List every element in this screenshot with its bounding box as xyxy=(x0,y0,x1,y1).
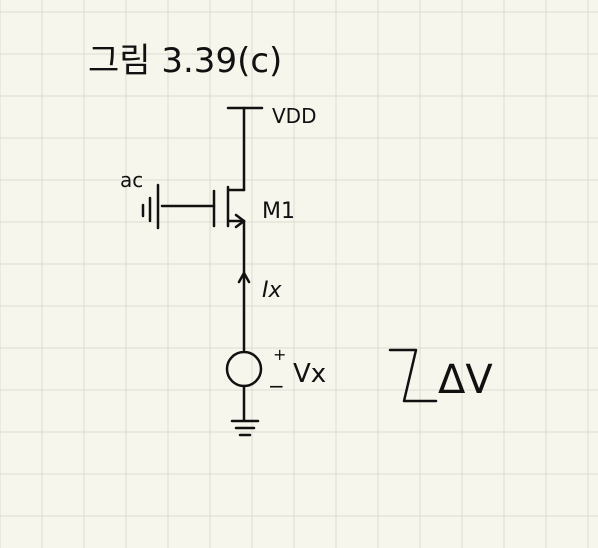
current-arrow xyxy=(237,271,251,284)
transistor-label: M1 xyxy=(262,199,295,224)
figure-title: 그림 3.39(c) xyxy=(88,41,282,81)
plus-sign: + xyxy=(273,345,286,364)
ac-label: ac xyxy=(120,168,143,192)
source-label: Vx xyxy=(293,359,326,389)
vdd-label: VDD xyxy=(272,104,316,128)
circuit-diagram xyxy=(141,106,438,437)
delta-v-note: ΔV xyxy=(438,357,493,403)
step-sketch xyxy=(388,348,438,403)
voltage-source-vx xyxy=(225,350,263,388)
current-label: Ix xyxy=(262,278,282,303)
minus-sign: − xyxy=(268,374,285,398)
